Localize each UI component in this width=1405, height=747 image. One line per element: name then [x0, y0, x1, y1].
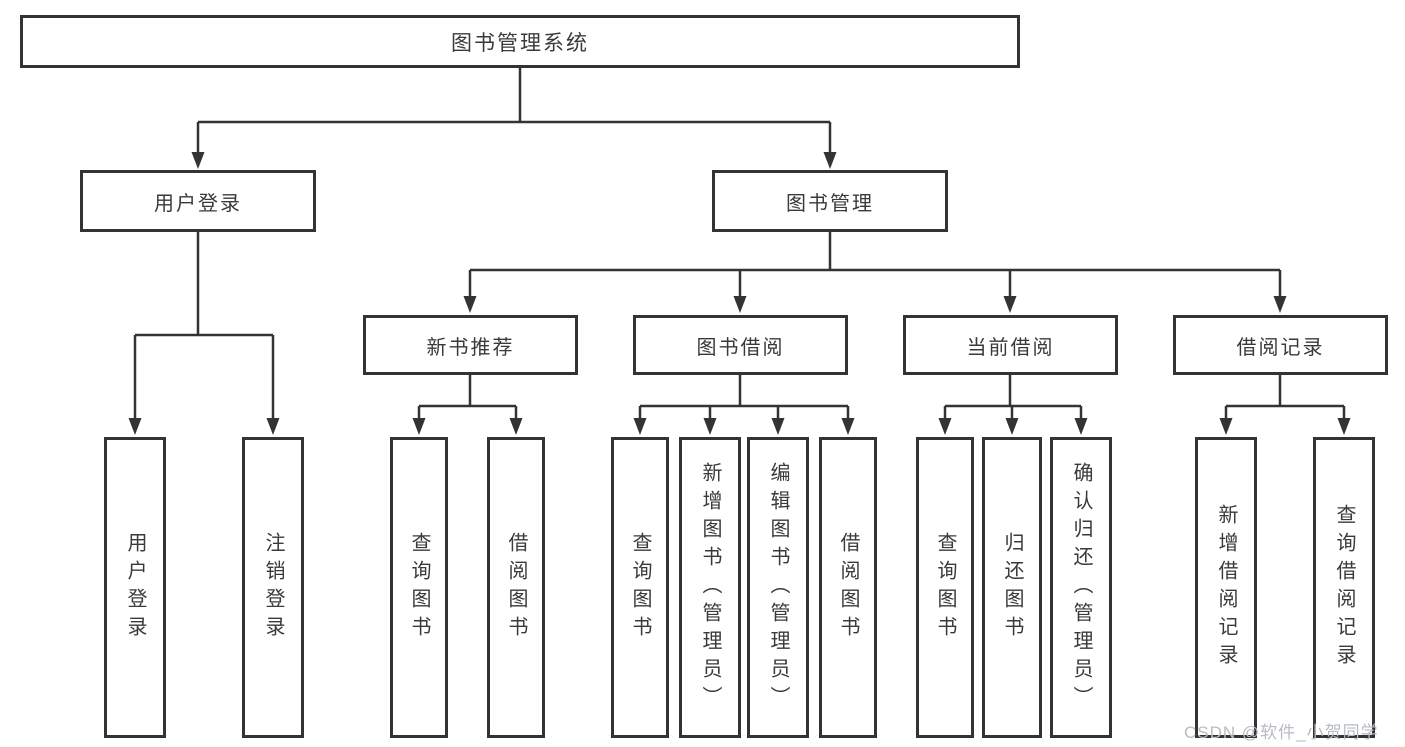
node-label: 查询图书 — [408, 531, 430, 644]
leaf-user-login: 用户登录 — [104, 437, 166, 738]
node-label: 借阅记录 — [1236, 336, 1325, 359]
node-label: 图书管理 — [786, 192, 874, 215]
leaf-logout: 注销登录 — [242, 437, 304, 738]
leaf-borrow-books-recommend: 借阅图书 — [487, 437, 545, 738]
csdn-watermark: CSDN @软件_小贺同学 — [1184, 723, 1379, 742]
node-label: 用户登录 — [124, 531, 146, 644]
leaf-confirm-return-admin: 确认归还（管理员） — [1050, 437, 1112, 738]
node-label: 借阅图书 — [505, 531, 527, 644]
node-label: 新书推荐 — [426, 336, 515, 359]
node-label: 注销登录 — [262, 531, 284, 644]
leaf-edit-book-admin: 编辑图书（管理员） — [747, 437, 809, 738]
node-label: 编辑图书（管理员） — [767, 461, 789, 714]
leaf-add-borrow-record: 新增借阅记录 — [1195, 437, 1257, 738]
leaf-borrow-books: 借阅图书 — [819, 437, 877, 738]
leaf-query-books-current: 查询图书 — [916, 437, 974, 738]
node-label: 用户登录 — [154, 192, 242, 215]
node-book-borrowing: 图书借阅 — [633, 315, 848, 375]
node-label: 图书管理系统 — [451, 31, 589, 55]
node-label: 借阅图书 — [837, 531, 859, 644]
node-user-login: 用户登录 — [80, 170, 316, 232]
node-label: 新增图书（管理员） — [699, 461, 721, 714]
node-label: 查询借阅记录 — [1333, 503, 1355, 672]
node-label: 新增借阅记录 — [1215, 503, 1237, 672]
node-label: 查询图书 — [629, 531, 651, 644]
node-label: 图书借阅 — [696, 336, 785, 359]
leaf-query-books-borrow: 查询图书 — [611, 437, 669, 738]
leaf-add-book-admin: 新增图书（管理员） — [679, 437, 741, 738]
leaf-query-books-recommend: 查询图书 — [390, 437, 448, 738]
node-library-management-system: 图书管理系统 — [20, 15, 1020, 68]
node-label: 归还图书 — [1001, 531, 1023, 644]
node-label: 当前借阅 — [966, 336, 1055, 359]
node-book-management: 图书管理 — [712, 170, 948, 232]
node-borrowing-records: 借阅记录 — [1173, 315, 1388, 375]
node-new-book-recommendation: 新书推荐 — [363, 315, 578, 375]
leaf-query-borrow-record: 查询借阅记录 — [1313, 437, 1375, 738]
node-label: 查询图书 — [934, 531, 956, 644]
node-current-borrowing: 当前借阅 — [903, 315, 1118, 375]
node-label: 确认归还（管理员） — [1070, 461, 1092, 714]
leaf-return-books: 归还图书 — [982, 437, 1042, 738]
